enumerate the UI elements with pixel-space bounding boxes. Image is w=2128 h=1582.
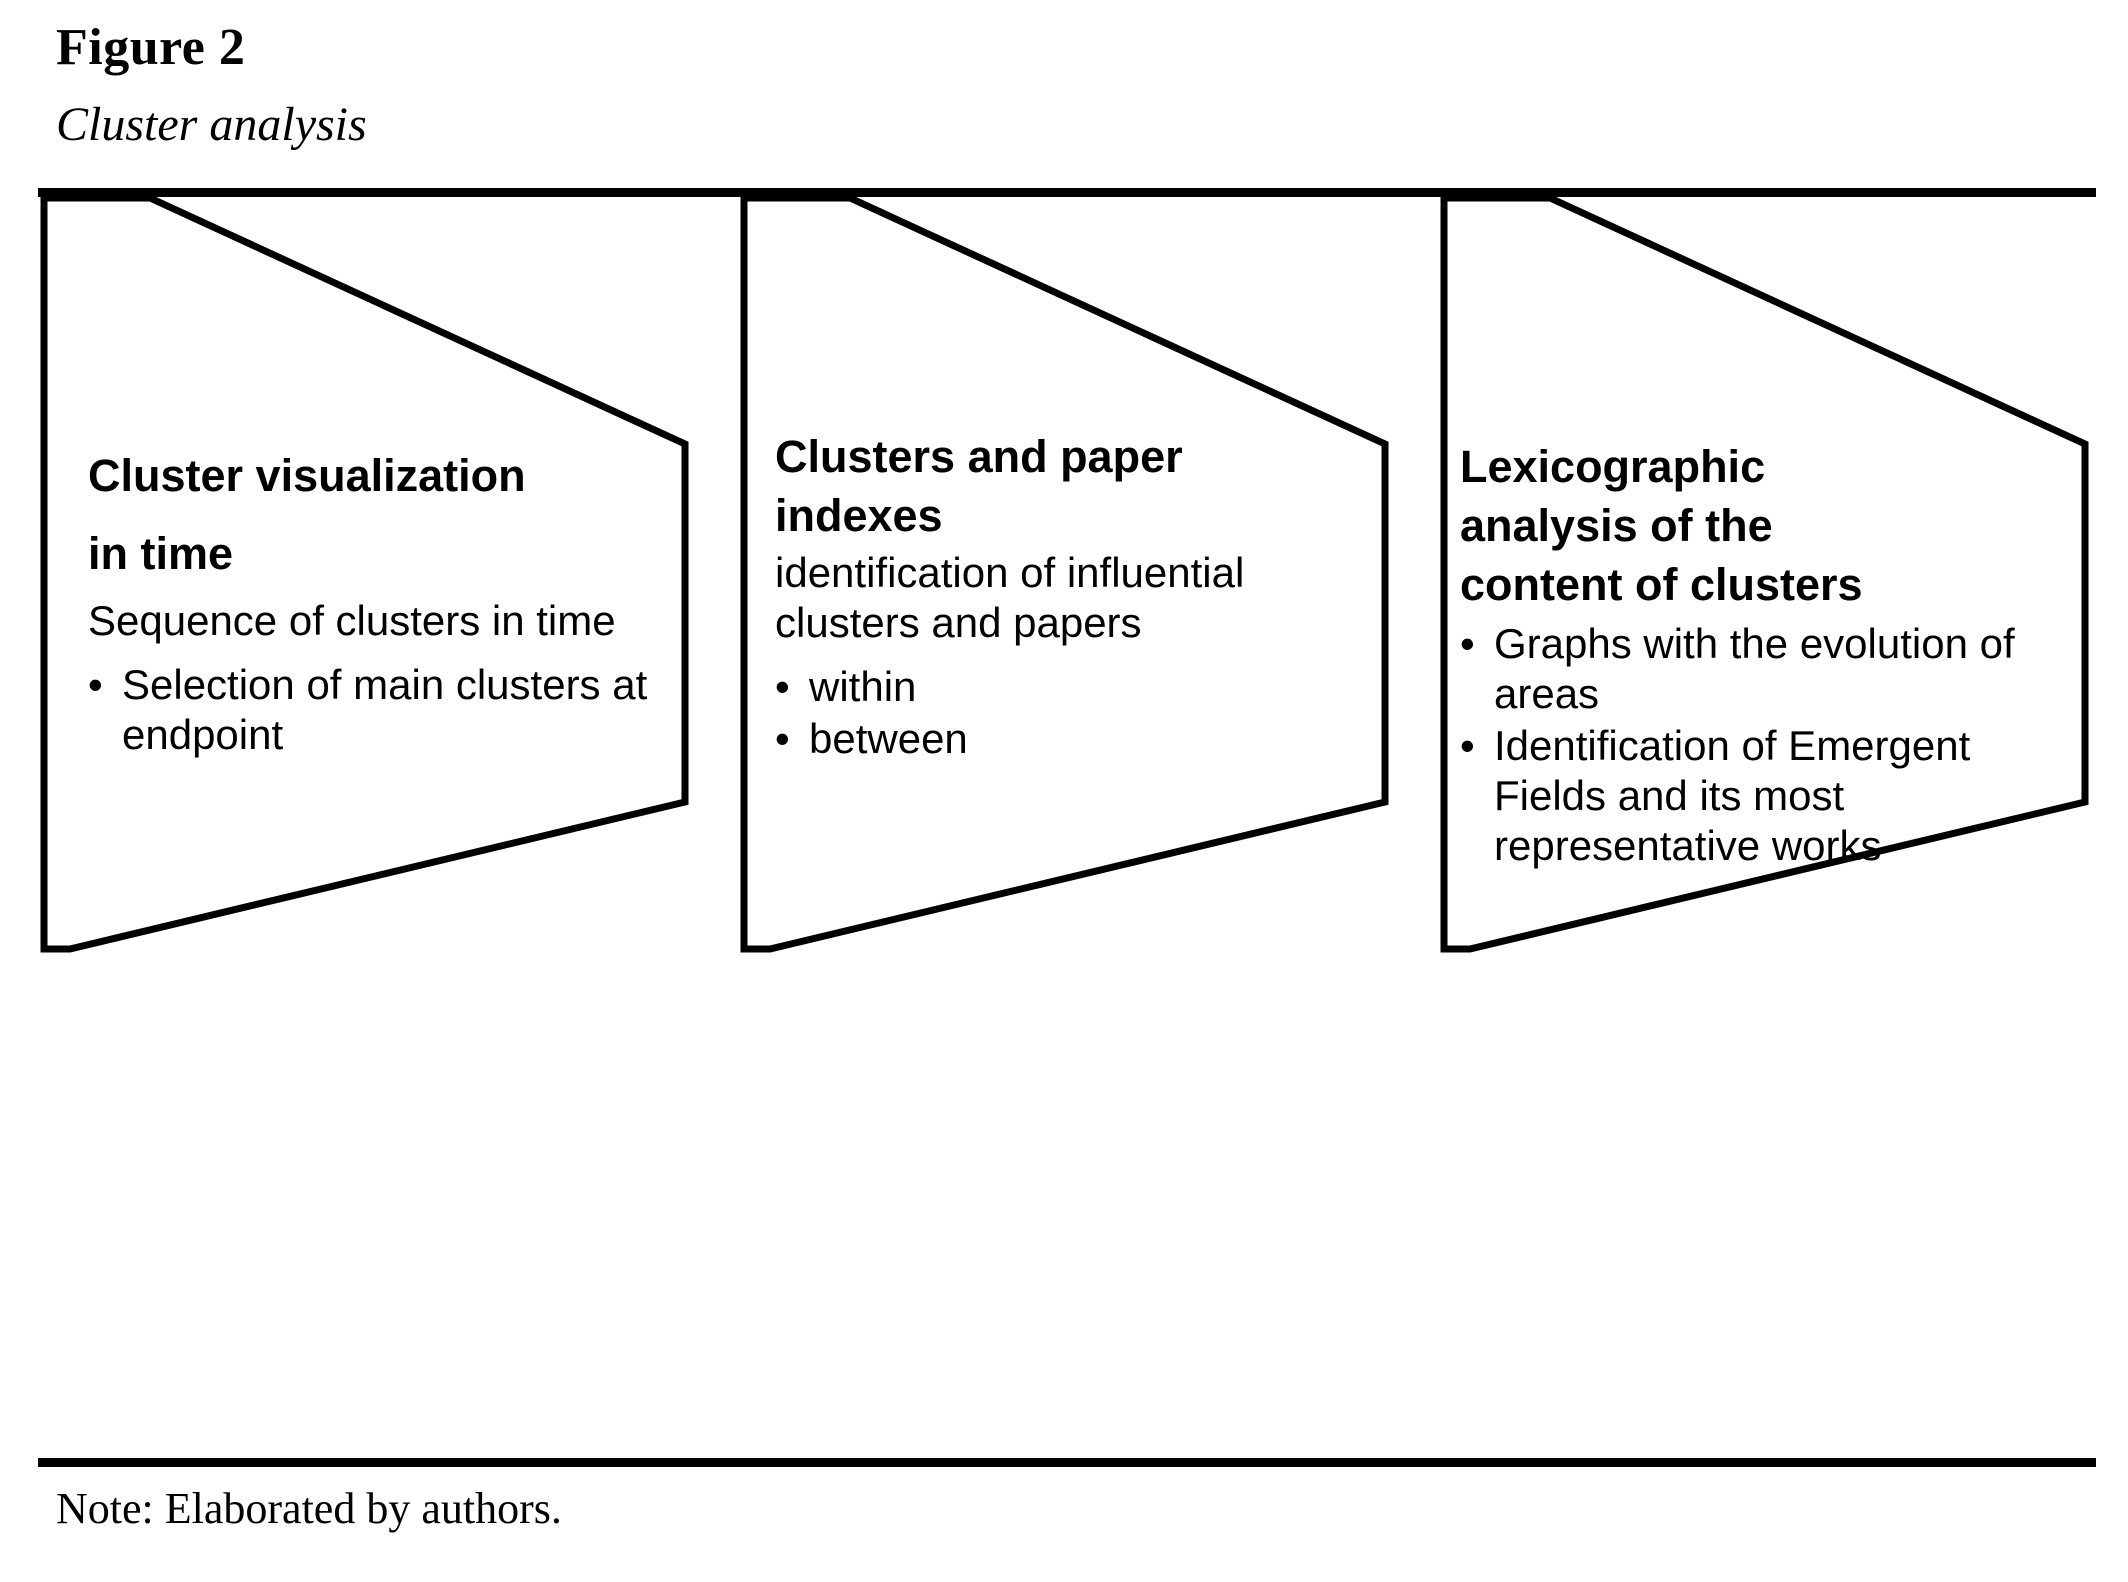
panel-cluster-visualization-in-time: Cluster visualization in time Sequence o… xyxy=(88,440,688,762)
panel-1-heading-line-2: in time xyxy=(88,528,234,579)
panel-1-lead-text: Sequence of clusters in time xyxy=(88,597,616,644)
figure-number-label: Figure 2 xyxy=(56,19,246,76)
bullet-dot-icon: • xyxy=(1460,722,1475,769)
panel-3-heading-line-3: content of clusters xyxy=(1460,559,1863,610)
figure-subtitle: Cluster analysis xyxy=(56,98,367,151)
panel-2-heading-line-1: Clusters and paper xyxy=(775,431,1183,482)
panel-1-heading-line-1: Cluster visualization xyxy=(88,450,526,501)
panel-3-bullet-item: • Graphs with the evolution of areas xyxy=(1460,619,2070,719)
panel-3-heading-line-1: Lexicographic xyxy=(1460,441,1766,492)
chevron-svg xyxy=(40,194,2089,953)
bullet-dot-icon: • xyxy=(775,715,790,762)
chevron-shape-3 xyxy=(1440,194,2089,953)
figure-note: Note: Elaborated by authors. xyxy=(56,1484,562,1533)
panel-1-bullet-text: Selection of main clusters at endpoint xyxy=(122,661,648,758)
panel-2-bullet-text: within xyxy=(809,663,917,710)
panel-2-lead-text: identification of influential clusters a… xyxy=(775,549,1245,646)
panel-3-bullet-text: Identification of Emergent Fields and it… xyxy=(1494,722,1971,869)
panel-2-bullet-text: between xyxy=(809,715,968,762)
chevron-shape-2 xyxy=(740,194,1389,953)
panel-2-bullet-item: • within xyxy=(775,662,1355,712)
top-divider-rule xyxy=(38,188,2096,197)
panel-1-bullet-item: • Selection of main clusters at endpoint xyxy=(88,660,688,760)
panel-clusters-and-paper-indexes: Clusters and paper indexes identificatio… xyxy=(775,430,1355,766)
panel-lexicographic-analysis: Lexicographic analysis of the content of… xyxy=(1460,440,2070,873)
panel-1-bullet-list: • Selection of main clusters at endpoint xyxy=(88,660,688,760)
chevron-diagram xyxy=(0,192,2128,982)
bullet-dot-icon: • xyxy=(88,661,103,708)
panel-3-bullet-text: Graphs with the evolution of areas xyxy=(1494,620,2015,717)
bullet-dot-icon: • xyxy=(1460,620,1475,667)
chevron-shape-1 xyxy=(40,194,689,953)
panel-2-bullet-list: • within • between xyxy=(775,662,1355,764)
panel-3-heading-line-2: analysis of the xyxy=(1460,500,1773,551)
panel-3-bullet-list: • Graphs with the evolution of areas • I… xyxy=(1460,619,2070,871)
panel-2-bullet-item: • between xyxy=(775,714,1355,764)
panel-2-heading-line-2: indexes xyxy=(775,490,943,541)
bullet-dot-icon: • xyxy=(775,663,790,710)
panel-3-bullet-item: • Identification of Emergent Fields and … xyxy=(1460,721,2070,871)
bottom-divider-rule xyxy=(38,1458,2096,1467)
